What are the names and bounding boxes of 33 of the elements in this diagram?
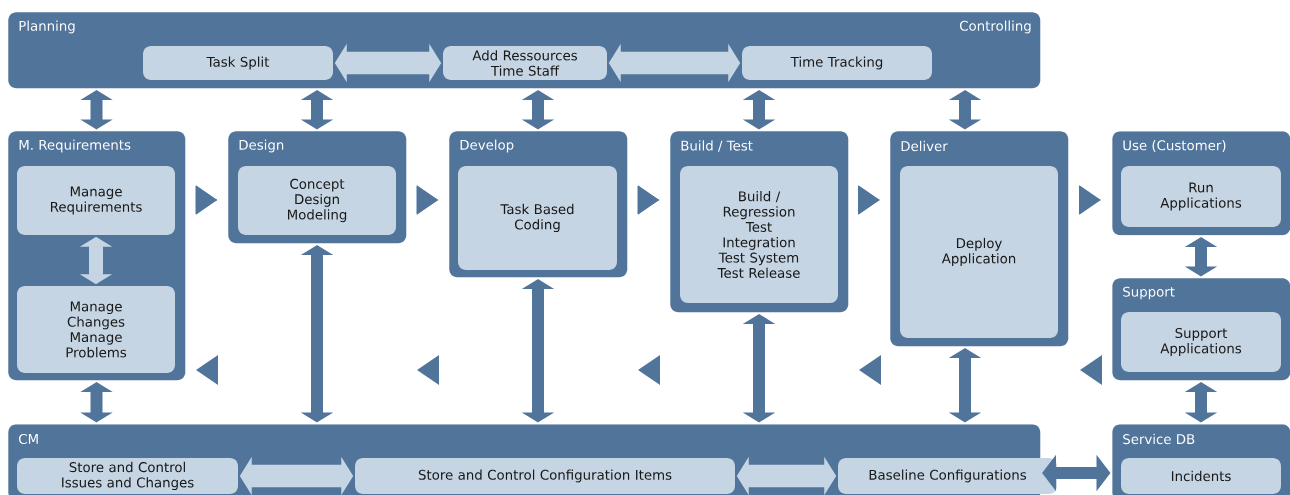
process-box: Manage Requirements [17, 166, 175, 235]
double-arrow [948, 348, 982, 423]
process-box: Time Tracking [742, 46, 932, 80]
process-box: Store and Control Issues and Changes [17, 458, 238, 494]
double-arrow [948, 90, 982, 130]
double-arrow [1184, 382, 1218, 423]
double-arrow [300, 245, 334, 423]
double-arrow [80, 90, 113, 130]
triangle-arrow [1078, 185, 1102, 215]
double-arrow [1184, 237, 1218, 277]
process-box: Task Based Coding [458, 166, 617, 270]
triangle-arrow [195, 185, 218, 215]
process-box: Build / Regression Test Integration Test System Test Release [680, 166, 838, 303]
process-box: Deploy Application [900, 166, 1058, 338]
triangle-arrow [416, 185, 439, 215]
double-arrow [300, 90, 334, 130]
double-arrow [1042, 454, 1111, 492]
double-arrow [742, 90, 776, 130]
double-arrow [521, 90, 555, 130]
process-box: Concept Design Modeling [238, 166, 396, 235]
double-arrow [742, 314, 776, 423]
process-box: Store and Control Configuration Items [355, 458, 735, 494]
process-box: Run Applications [1121, 166, 1281, 227]
process-box: Add Ressources Time Staff [443, 46, 607, 80]
process-box: Baseline Configurations [838, 458, 1057, 494]
double-arrow [521, 279, 555, 423]
process-box: Task Split [143, 46, 333, 80]
triangle-arrow [857, 185, 881, 215]
process-box: Support Applications [1121, 312, 1281, 372]
double-arrow [80, 382, 113, 423]
process-box: Manage Changes Manage Problems [17, 286, 175, 373]
triangle-arrow [637, 185, 660, 215]
process-box: Incidents [1121, 458, 1281, 494]
